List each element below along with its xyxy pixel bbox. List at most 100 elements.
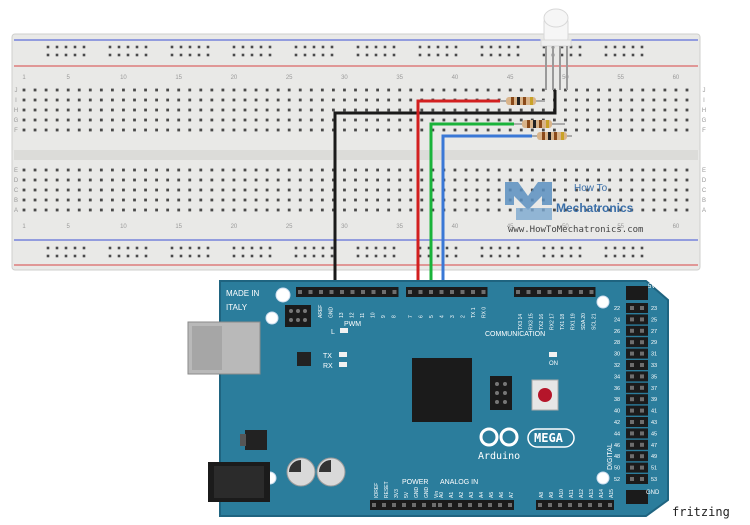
breadboard-hole	[586, 188, 589, 192]
column-number: 45	[507, 224, 514, 230]
breadboard-hole	[674, 198, 678, 202]
breadboard-hole	[55, 188, 59, 192]
rail-hole	[480, 246, 484, 250]
rail-hole	[135, 53, 139, 57]
header-pin	[640, 306, 644, 310]
breadboard-hole	[55, 178, 59, 182]
breadboard-hole	[365, 98, 368, 102]
breadboard-hole	[320, 108, 324, 112]
header-pin	[418, 290, 423, 294]
header-pin	[640, 317, 644, 322]
pin-label-digital-left: 38	[614, 397, 620, 403]
breadboard-hole	[453, 188, 457, 192]
breadboard-hole	[166, 108, 170, 112]
rail-hole	[427, 246, 431, 250]
breadboard-hole	[122, 198, 125, 202]
reset-button[interactable]	[531, 379, 559, 411]
pin-label-communication: RX2 17	[550, 313, 556, 330]
breadboard-hole	[663, 108, 667, 112]
breadboard-hole	[44, 188, 48, 192]
breadboard-hole	[210, 98, 214, 102]
breadboard-hole	[619, 88, 623, 92]
breadboard-hole	[398, 108, 402, 112]
resistor-3	[530, 132, 572, 140]
breadboard-hole	[332, 168, 335, 172]
rail-hole	[578, 246, 582, 250]
header-digital-block	[626, 360, 648, 370]
breadboard-hole	[597, 118, 600, 122]
breadboard-hole	[398, 128, 402, 132]
breadboard-hole	[287, 188, 291, 192]
column-number: 35	[396, 75, 403, 81]
breadboard-hole	[442, 118, 446, 122]
breadboard-hole	[166, 168, 170, 172]
breadboard-hole	[630, 198, 634, 202]
rail-hole	[250, 45, 254, 49]
rail-hole	[374, 53, 378, 57]
breadboard-hole	[166, 128, 170, 132]
breadboard-hole	[99, 108, 103, 112]
breadboard-hole	[376, 98, 379, 102]
header-pin	[578, 503, 582, 507]
rail-hole	[117, 254, 121, 258]
breadboard-hole	[586, 208, 589, 212]
rail-hole	[374, 254, 378, 258]
breadboard-hole	[166, 198, 170, 202]
breadboard-hole	[674, 118, 678, 122]
row-letter: H	[14, 108, 18, 114]
pin-label-digital-right: 49	[651, 454, 657, 460]
breadboard-hole	[133, 88, 136, 92]
breadboard-hole	[199, 198, 203, 202]
breadboard-hole	[287, 108, 291, 112]
rail-hole	[55, 254, 59, 258]
breadboard-hole	[232, 128, 236, 132]
breadboard-hole	[77, 98, 81, 102]
breadboard-hole	[221, 98, 225, 102]
rail-hole	[498, 246, 502, 250]
breadboard-hole	[619, 118, 623, 122]
breadboard-hole	[88, 178, 92, 182]
breadboard-hole	[376, 128, 379, 132]
header-pin	[548, 503, 552, 507]
country-label: ITALY	[226, 303, 248, 312]
breadboard-hole	[420, 118, 424, 122]
header-pin	[630, 454, 634, 459]
breadboard-hole	[453, 128, 457, 132]
breadboard-hole	[497, 88, 501, 92]
breadboard-hole	[88, 118, 92, 122]
breadboard-hole	[265, 208, 269, 212]
breadboard-hole	[575, 188, 578, 192]
rail-hole	[46, 53, 50, 57]
breadboard-hole	[276, 118, 280, 122]
pin-label-power: GND	[424, 487, 430, 499]
breadboard-hole	[641, 188, 645, 192]
breadboard-labels: 1155101015152020252530303535404045455050…	[14, 75, 707, 230]
breadboard-hole	[22, 118, 26, 122]
breadboard-hole	[641, 198, 645, 202]
header-pin	[382, 503, 386, 507]
rail-hole	[640, 254, 644, 258]
breadboard-hole	[177, 198, 181, 202]
breadboard-hole	[652, 168, 656, 172]
breadboard-hole	[619, 178, 623, 182]
breadboard-hole	[564, 118, 567, 122]
breadboard-hole	[486, 128, 490, 132]
rgb-led	[540, 8, 572, 90]
rail-hole	[498, 53, 502, 57]
pin-label-digital: 13	[339, 312, 345, 318]
breadboard-hole	[597, 198, 600, 202]
logo-line1: How To	[574, 183, 608, 194]
pin-label-analog: A3	[469, 492, 475, 498]
rail-hole	[250, 53, 254, 57]
breadboard-hole	[608, 118, 612, 122]
breadboard-hole	[66, 178, 70, 182]
breadboard-hole	[22, 128, 26, 132]
breadboard-hole	[409, 178, 413, 182]
breadboard-hole	[674, 208, 678, 212]
breadboard-hole	[343, 198, 346, 202]
breadboard-hole	[597, 178, 600, 182]
pin-label-analog: A6	[499, 492, 505, 498]
breadboard-hole	[608, 128, 612, 132]
breadboard-hole	[254, 188, 258, 192]
breadboard-hole	[442, 108, 446, 112]
